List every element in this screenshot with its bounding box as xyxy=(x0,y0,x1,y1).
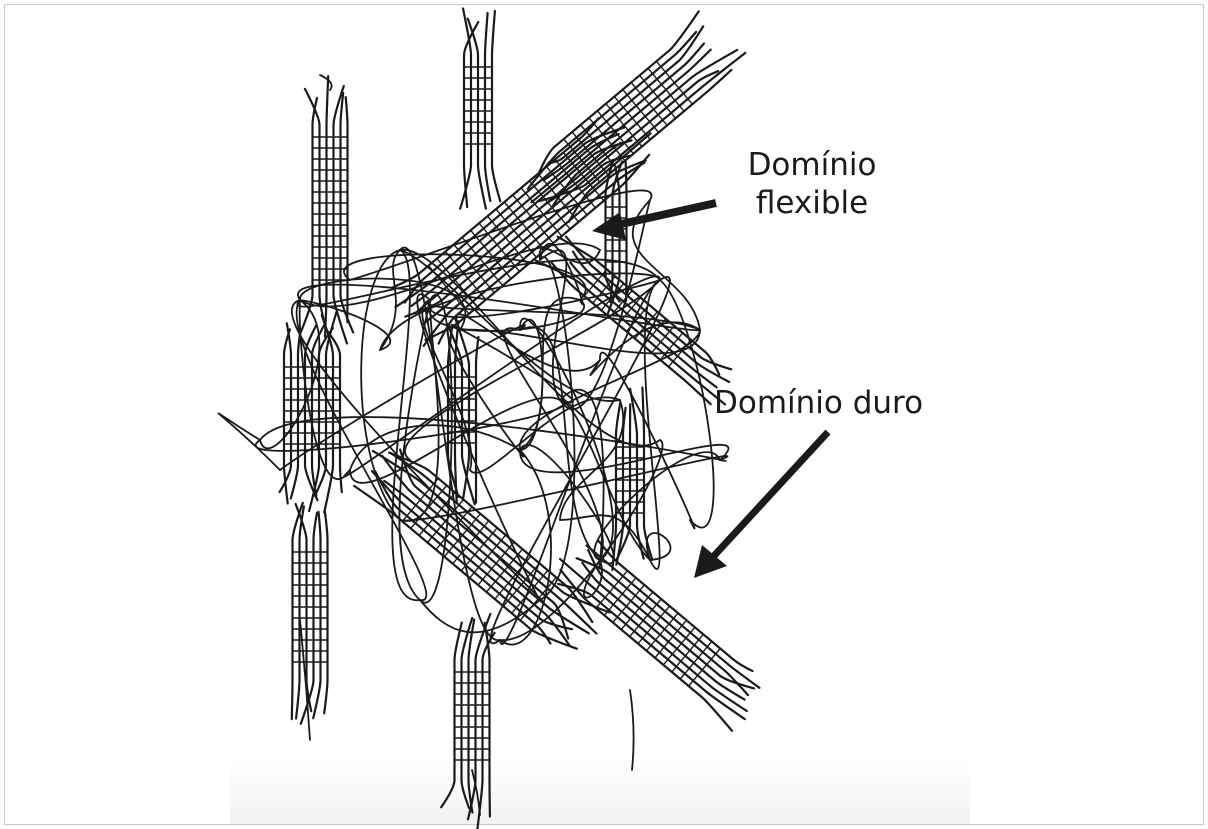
hard-domain-bundles xyxy=(280,9,760,829)
chain-segment xyxy=(477,633,494,829)
chain-segment xyxy=(485,13,490,201)
chain-segment xyxy=(301,98,317,332)
hard-domain-label: Domínio duro xyxy=(714,384,923,422)
flexible-chain xyxy=(292,300,544,602)
chain-segment xyxy=(587,546,760,688)
chain-segment xyxy=(531,50,710,203)
arrow-flexible xyxy=(592,203,716,240)
hard-domain-left-bottom xyxy=(292,503,328,724)
flexible-domain-label: Domínio flexible xyxy=(722,146,902,222)
chain-segment xyxy=(599,541,753,671)
chain-segment xyxy=(325,76,328,337)
hard-domain-left-middle xyxy=(280,312,342,512)
chain-segment xyxy=(296,506,304,718)
hard-domain-diagonal-bottom-right xyxy=(558,541,759,731)
chain-segment xyxy=(588,550,754,688)
chain-segment xyxy=(476,337,478,503)
hydrogen-bond-rung xyxy=(652,326,675,353)
flexible-chain xyxy=(400,250,620,401)
hard-domain-center-bottom xyxy=(441,614,494,829)
flexible-chain xyxy=(260,417,726,461)
hydrogen-bond-rung xyxy=(660,333,683,360)
flexible-chain xyxy=(300,300,390,350)
chain-segment xyxy=(346,97,348,322)
dangling-chain xyxy=(320,75,332,90)
flexible-domain-label-line1: Domínio xyxy=(722,146,902,184)
chain-segment xyxy=(553,50,737,205)
chain-segment xyxy=(441,623,462,808)
chain-segment xyxy=(305,89,325,324)
flexible-chain xyxy=(660,280,714,528)
chain-segment xyxy=(492,11,500,201)
flexible-chain xyxy=(219,413,280,470)
dangling-chain xyxy=(630,690,634,770)
flexible-chain-tangles xyxy=(219,75,729,815)
flexible-chain xyxy=(260,300,319,448)
chain-segment xyxy=(324,512,327,714)
flexible-domain-label-line2: flexible xyxy=(722,184,902,222)
hard-domain-center-top xyxy=(460,9,500,209)
chain-segment xyxy=(292,503,303,719)
